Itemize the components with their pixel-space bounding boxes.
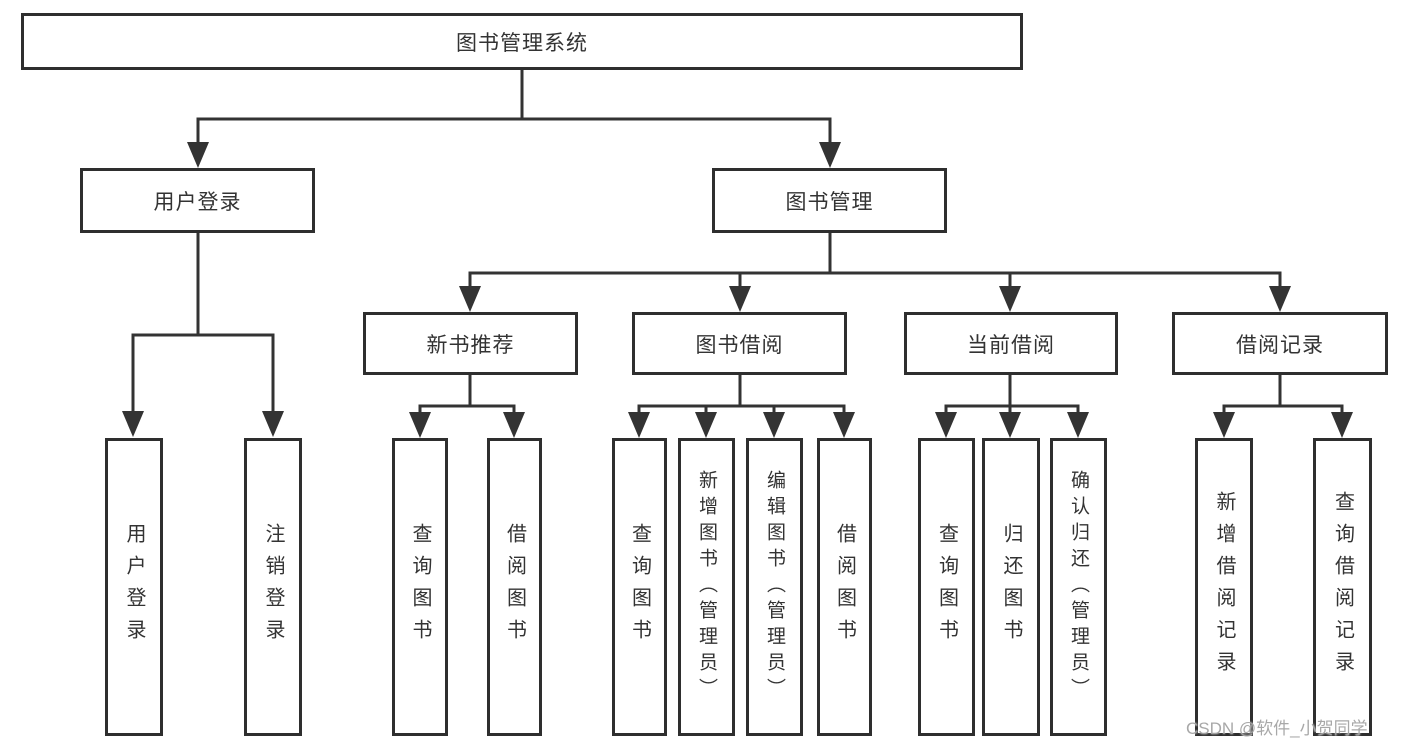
- watermark: CSDN @软件_小贺同学: [1186, 719, 1368, 738]
- leaf-logout: 注销登录: [244, 438, 302, 736]
- leaf-add-borrow-record: 新增借阅记录: [1195, 438, 1253, 736]
- leaf-query-books-borrow: 查询图书: [612, 438, 667, 736]
- leaf-add-book-admin: 新增图书（管理员）: [678, 438, 735, 736]
- node-root: 图书管理系统: [21, 13, 1023, 70]
- leaf-edit-book-admin: 编辑图书（管理员）: [746, 438, 803, 736]
- leaf-return-book: 归还图书: [982, 438, 1040, 736]
- leaf-query-borrow-record: 查询借阅记录: [1313, 438, 1372, 736]
- leaf-query-books-recommend: 查询图书: [392, 438, 448, 736]
- node-new-book-recommend: 新书推荐: [363, 312, 578, 375]
- node-book-borrow: 图书借阅: [632, 312, 847, 375]
- node-current-borrow: 当前借阅: [904, 312, 1118, 375]
- leaf-user-login: 用户登录: [105, 438, 163, 736]
- node-user-login: 用户登录: [80, 168, 315, 233]
- leaf-confirm-return-admin: 确认归还（管理员）: [1050, 438, 1107, 736]
- node-book-management: 图书管理: [712, 168, 947, 233]
- leaf-query-books-current: 查询图书: [918, 438, 975, 736]
- leaf-borrow-books: 借阅图书: [817, 438, 872, 736]
- leaf-borrow-books-recommend: 借阅图书: [487, 438, 542, 736]
- node-borrow-records: 借阅记录: [1172, 312, 1388, 375]
